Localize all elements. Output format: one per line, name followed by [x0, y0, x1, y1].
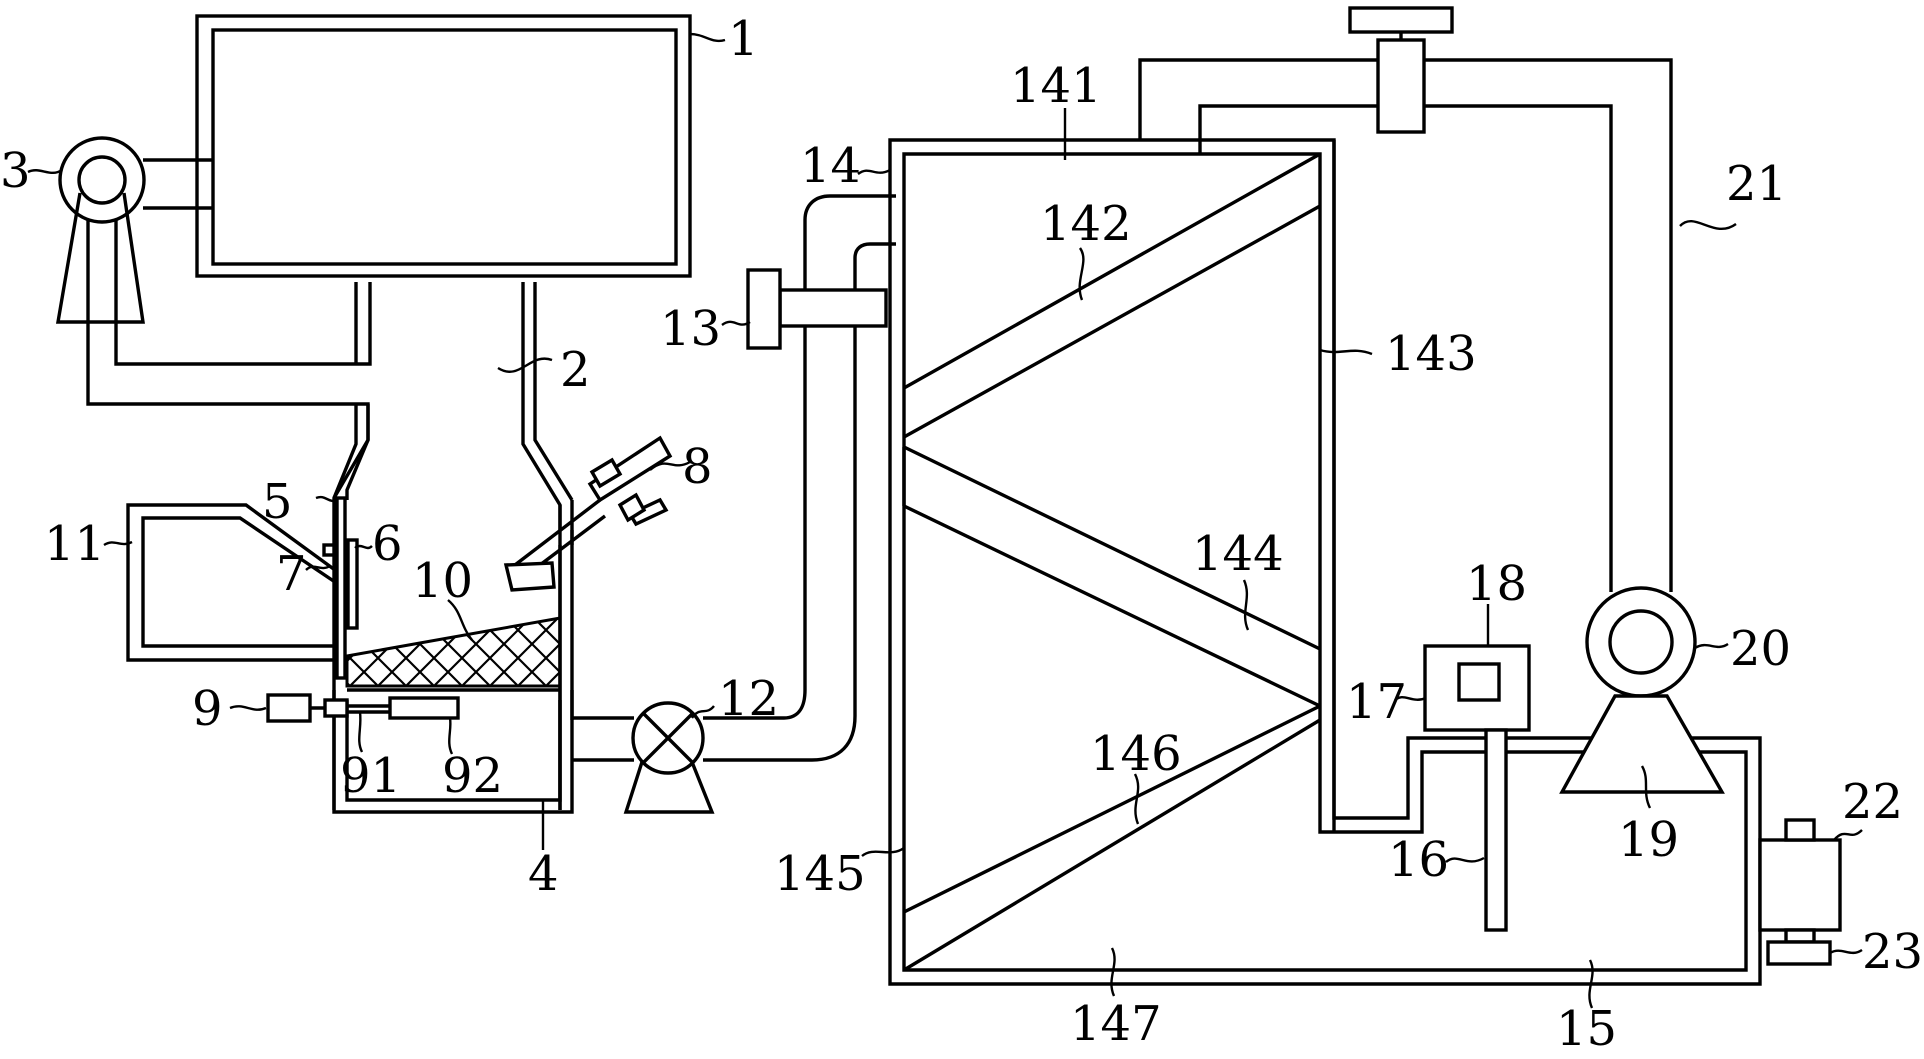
- label-20-leader: 20: [1694, 621, 1791, 677]
- label-5: 5: [262, 474, 293, 530]
- label-13-leader: 13: [660, 301, 751, 357]
- label-8-leader: 8: [649, 439, 713, 495]
- label-19: 19: [1618, 812, 1679, 868]
- label-7-leader: 7: [276, 546, 331, 602]
- bottom-tank-4: [332, 688, 574, 814]
- label-146: 146: [1090, 726, 1182, 782]
- label-13: 13: [660, 301, 721, 357]
- label-16-leader: 16: [1388, 832, 1485, 888]
- baffle-144: [902, 445, 1321, 708]
- motor-8: [503, 435, 673, 592]
- label-7: 7: [276, 546, 307, 602]
- label-12-leader: 12: [691, 671, 779, 727]
- label-147: 147: [1070, 996, 1162, 1052]
- label-23: 23: [1862, 924, 1923, 980]
- label-18-leader: 18: [1466, 556, 1527, 646]
- blower-3: [55, 136, 213, 324]
- label-17: 17: [1346, 674, 1407, 730]
- label-10-leader: 10: [412, 553, 473, 641]
- label-14: 14: [800, 138, 861, 194]
- label-14-leader: 14: [800, 138, 891, 194]
- label-12: 12: [718, 671, 779, 727]
- baffle-142: [903, 152, 1321, 439]
- label-2-leader: 2: [497, 342, 591, 398]
- collector-11: [126, 503, 337, 662]
- label-22: 22: [1842, 774, 1903, 830]
- return-pipe-21: [1138, 6, 1673, 592]
- label-142-leader: 142: [1040, 196, 1132, 301]
- side-motor-22-23: [1758, 818, 1842, 966]
- label-15: 15: [1556, 1001, 1617, 1054]
- label-9-leader: 9: [192, 681, 267, 737]
- valve-13: [746, 268, 888, 350]
- label-91-leader: 91: [340, 711, 401, 804]
- label-6: 6: [372, 516, 403, 572]
- label-141-leader: 141: [1010, 58, 1102, 160]
- label-146-leader: 146: [1090, 726, 1182, 825]
- label-143: 143: [1385, 326, 1477, 382]
- label-92: 92: [442, 748, 503, 804]
- label-22-leader: 22: [1833, 774, 1903, 841]
- label-20: 20: [1730, 621, 1791, 677]
- filter-mesh-10: [345, 616, 562, 688]
- label-143-leader: 143: [1319, 326, 1477, 382]
- label-145-leader: 145: [774, 846, 905, 902]
- label-18: 18: [1466, 556, 1527, 612]
- label-10: 10: [412, 553, 473, 609]
- label-1: 1: [728, 11, 759, 67]
- gate-5-6-7: [322, 496, 359, 680]
- label-92-leader: 92: [442, 717, 503, 804]
- settling-tank-14: [888, 138, 1762, 986]
- label-4-leader: 4: [528, 800, 559, 902]
- label-15-leader: 15: [1556, 959, 1617, 1057]
- label-11-leader: 11: [44, 516, 133, 572]
- label-3: 3: [0, 143, 31, 199]
- label-6-leader: 6: [354, 516, 403, 572]
- label-21-leader: 21: [1679, 156, 1787, 231]
- sensor-16-17-18: [1423, 644, 1531, 932]
- label-17-leader: 17: [1346, 674, 1427, 730]
- label-21: 21: [1726, 156, 1787, 212]
- pump-19-20: [1559, 586, 1725, 794]
- label-19-leader: 19: [1618, 765, 1679, 868]
- upper-tank: [195, 14, 692, 278]
- agitator-9: [266, 693, 460, 723]
- label-2: 2: [560, 342, 591, 398]
- label-5-leader: 5: [262, 474, 339, 530]
- label-147-leader: 147: [1070, 947, 1162, 1052]
- label-142: 142: [1040, 196, 1132, 252]
- label-9: 9: [192, 681, 223, 737]
- label-4: 4: [528, 846, 559, 902]
- label-3-leader: 3: [0, 143, 63, 199]
- label-91: 91: [340, 748, 401, 804]
- label-144: 144: [1192, 526, 1284, 582]
- label-23-leader: 23: [1829, 924, 1923, 980]
- label-16: 16: [1388, 832, 1449, 888]
- label-144-leader: 144: [1192, 526, 1284, 631]
- label-11: 11: [44, 516, 105, 572]
- pump-12: [572, 194, 896, 814]
- baffle-146: [903, 704, 1321, 972]
- label-145: 145: [774, 846, 866, 902]
- air-pipe: [86, 220, 372, 499]
- label-8: 8: [682, 439, 713, 495]
- label-1-leader: 1: [689, 11, 759, 67]
- label-141: 141: [1010, 58, 1102, 114]
